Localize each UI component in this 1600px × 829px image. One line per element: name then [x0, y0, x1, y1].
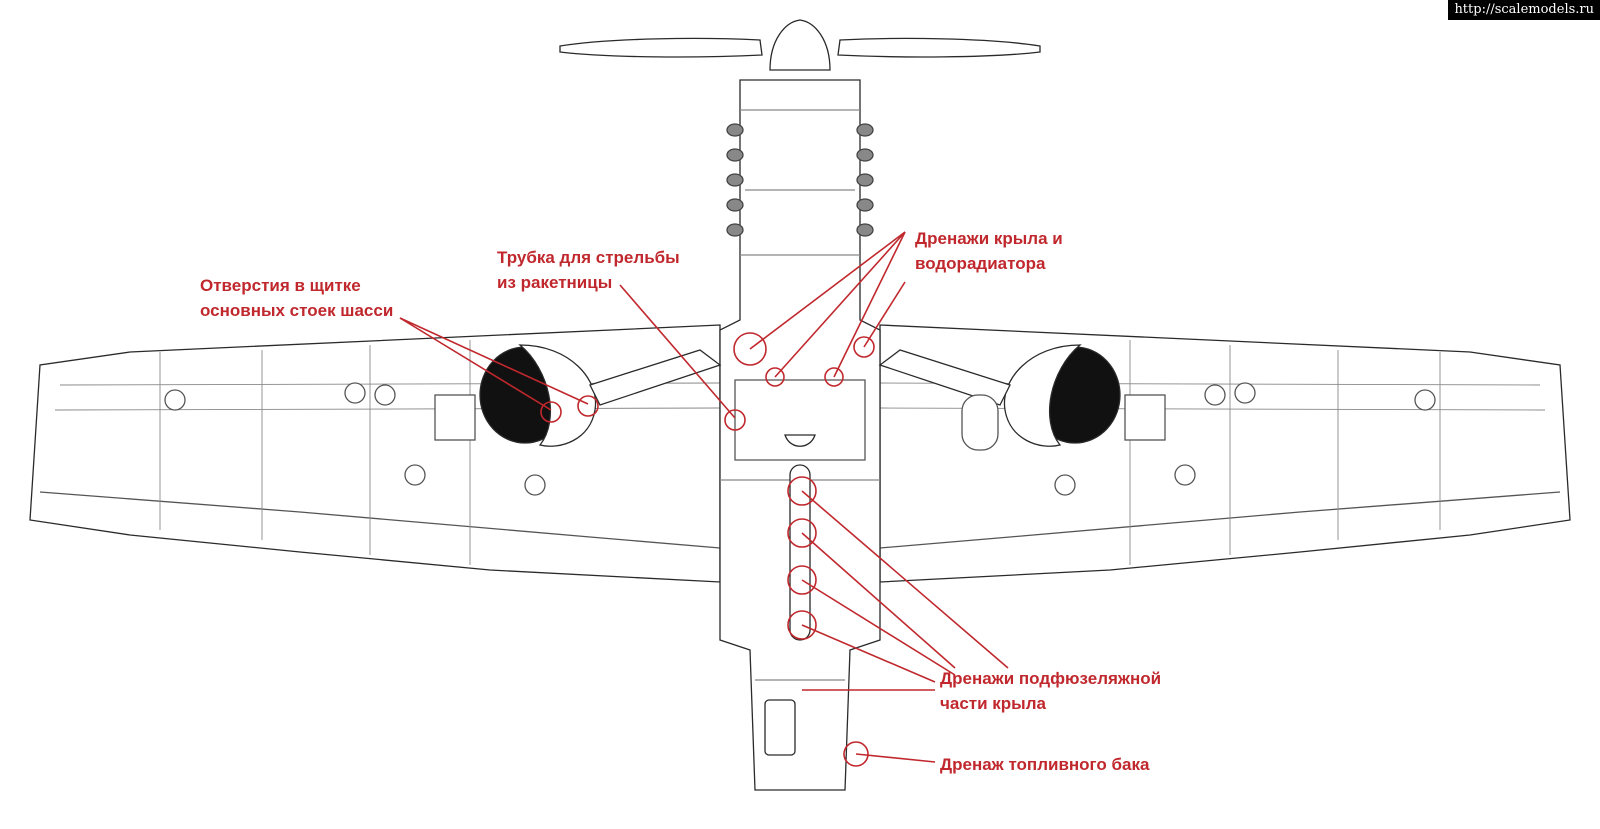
annotation-line: Трубка для стрельбы [497, 248, 680, 267]
annotation-line: Дренажи подфюзеляжной [940, 669, 1162, 688]
watermark: http://scalemodels.ru [1448, 0, 1600, 20]
annotation-line: из ракетницы [497, 273, 613, 292]
ventral-strip [789, 464, 811, 641]
spinner [769, 19, 831, 71]
left-wing [29, 324, 721, 583]
landing-light-housing [961, 394, 999, 451]
annotation-flare-tube: Трубка для стрельбы из ракетницы [497, 245, 680, 295]
annotation-belly-drains: Дренажи подфюзеляжной части крыла [940, 666, 1161, 716]
right-wing [879, 324, 1571, 583]
annotation-gear-holes: Отверстия в щитке основных стоек шасси [200, 273, 393, 323]
annotation-line: основных стоек шасси [200, 301, 394, 320]
annotation-line: Дренаж топливного бака [940, 755, 1150, 774]
annotation-wing-drains: Дренажи крыла и водорадиатора [915, 226, 1063, 276]
annotation-markers [399, 231, 1009, 767]
annotation-line: водорадиатора [915, 254, 1046, 273]
propeller [559, 19, 1041, 71]
annotation-line: Отверстия в щитке [200, 276, 361, 295]
annotation-line: части крыла [940, 694, 1046, 713]
annotation-line: Дренажи крыла и [915, 229, 1063, 248]
right-main-gear [878, 344, 1121, 447]
tank-hatch [764, 699, 796, 756]
exhaust-stacks [726, 123, 874, 237]
radiator-scoop [784, 434, 816, 447]
annotation-fuel-drain: Дренаж топливного бака [940, 752, 1149, 777]
